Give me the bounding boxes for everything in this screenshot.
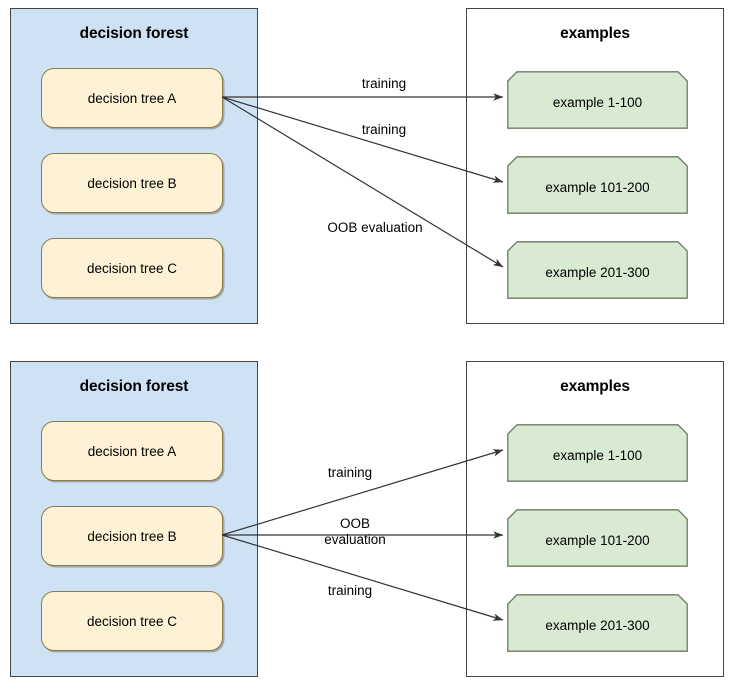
example-box-label: example 1-100: [552, 447, 643, 463]
tree-box-label: decision tree A: [87, 90, 177, 106]
example-box-1-100-bottom[interactable]: example 1-100: [507, 424, 688, 482]
edge-training-2: [221, 96, 504, 183]
edge-label-oob-evaluation-bottom: OOB evaluation: [324, 516, 386, 547]
tree-box-label: decision tree B: [87, 175, 177, 191]
edge-label-training-2-top: training: [361, 122, 407, 137]
example-box-101-200-bottom[interactable]: example 101-200: [507, 509, 688, 567]
tree-box-a-bottom[interactable]: decision tree A: [41, 421, 223, 481]
diagram-top: decision forest decision tree A decision…: [0, 0, 737, 340]
example-box-shape: [507, 509, 688, 567]
decision-forest-title-top: decision forest: [79, 25, 189, 42]
tree-box-label: decision tree A: [87, 443, 177, 459]
example-box-shape: [507, 156, 688, 214]
edge-label-training-1-top: training: [361, 76, 407, 91]
tree-box-label: decision tree C: [86, 260, 178, 276]
example-box-label: example 201-300: [545, 617, 650, 633]
tree-box-b-bottom[interactable]: decision tree B: [41, 506, 223, 566]
tree-box-c-bottom[interactable]: decision tree C: [41, 591, 223, 651]
example-box-1-100-top[interactable]: example 1-100: [507, 71, 688, 129]
decision-forest-title-bottom: decision forest: [79, 378, 189, 395]
example-box-shape: [507, 71, 688, 129]
example-box-201-300-top[interactable]: example 201-300: [507, 241, 688, 299]
edge-label-training-1-bottom: training: [327, 465, 373, 480]
tree-box-label: decision tree C: [86, 613, 178, 629]
example-box-201-300-bottom[interactable]: example 201-300: [507, 594, 688, 652]
tree-box-c-top[interactable]: decision tree C: [41, 238, 223, 298]
example-box-101-200-top[interactable]: example 101-200: [507, 156, 688, 214]
examples-title-top: examples: [560, 25, 630, 42]
decision-forest-panel-bottom: decision forest decision tree A decision…: [10, 361, 258, 677]
examples-panel-bottom: examples example 1-100 example 101-200 e…: [466, 361, 724, 677]
examples-panel-top: examples example 1-100 example 101-200 e…: [466, 8, 724, 324]
example-box-label: example 101-200: [545, 532, 650, 548]
edge-label-training-2-bottom: training: [327, 583, 373, 598]
example-box-shape: [507, 594, 688, 652]
example-box-label: example 1-100: [552, 94, 643, 110]
diagram-bottom: decision forest decision tree A decision…: [0, 353, 737, 685]
example-box-label: example 201-300: [545, 264, 650, 280]
example-box-label: example 101-200: [545, 179, 650, 195]
edge-label-oob-evaluation-top: OOB evaluation: [327, 220, 423, 235]
tree-box-a-top[interactable]: decision tree A: [41, 68, 223, 128]
decision-forest-panel-top: decision forest decision tree A decision…: [10, 8, 258, 324]
example-box-shape: [507, 424, 688, 482]
example-box-shape: [507, 241, 688, 299]
examples-title-bottom: examples: [560, 378, 630, 395]
tree-box-label: decision tree B: [87, 528, 177, 544]
tree-box-b-top[interactable]: decision tree B: [41, 153, 223, 213]
